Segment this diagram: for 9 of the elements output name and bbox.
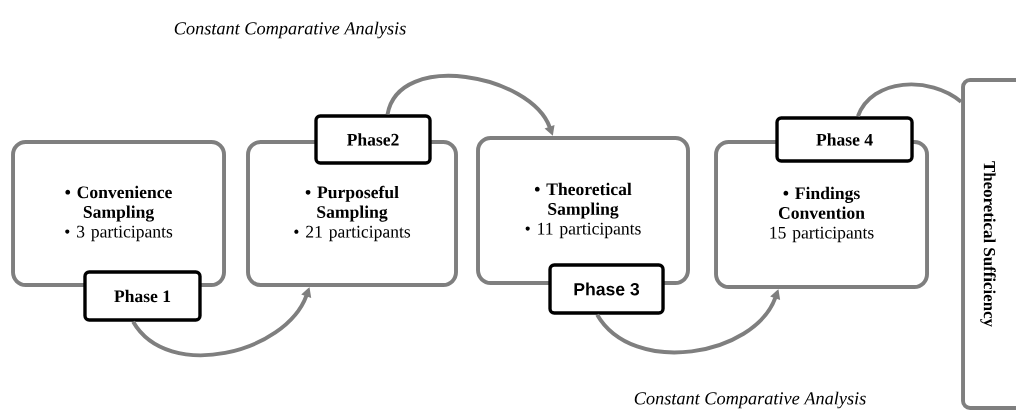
analysis-label: Constant Comparative Analysis bbox=[174, 21, 406, 39]
result-box bbox=[961, 78, 1016, 410]
rotated-label: Theoretical Sufficiency bbox=[980, 161, 996, 327]
analysis-label: Constant Comparative Analysis bbox=[634, 391, 866, 409]
phase-tag: Phase 1 bbox=[83, 270, 202, 322]
stage-box: • Convenience Sampling • 3 participants bbox=[11, 140, 226, 287]
phase-tag: Phase 4 bbox=[775, 116, 914, 163]
phase-tag: Phase 3 bbox=[548, 263, 665, 315]
phase-tag: Phase2 bbox=[314, 114, 432, 165]
